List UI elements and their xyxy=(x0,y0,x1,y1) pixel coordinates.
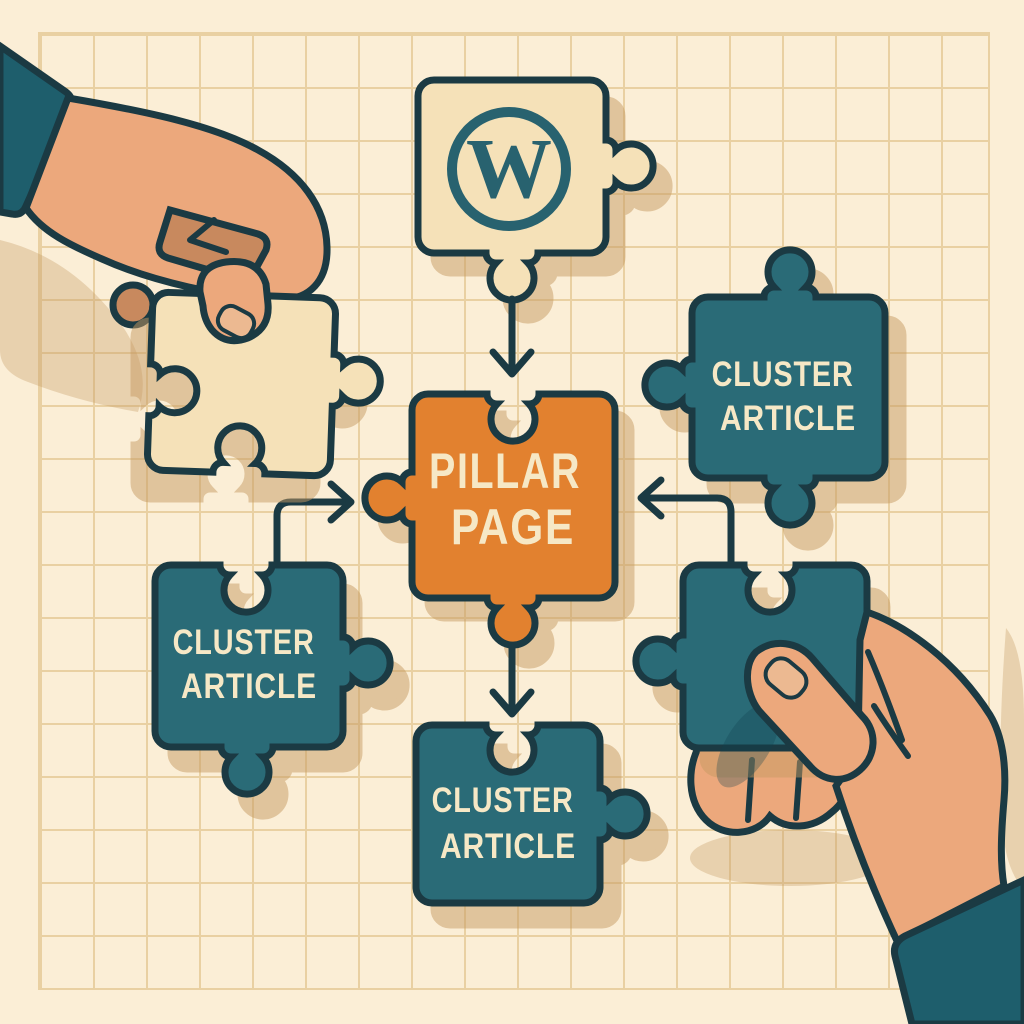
cluster-left-line1: CLUSTER xyxy=(173,623,315,662)
right-hand xyxy=(636,565,1024,1024)
arrow-wordpress-to-pillar xyxy=(489,295,535,378)
wordpress-piece: W xyxy=(418,80,669,320)
right-fingers-shadow xyxy=(690,830,890,886)
right-hand-shadow xyxy=(1000,628,1024,890)
arrow-head-right-icon xyxy=(327,480,355,524)
right-sleeve xyxy=(891,876,1024,1024)
cluster-bottom-line1: CLUSTER xyxy=(432,781,574,820)
pillar-label-line1: PILLAR xyxy=(429,443,581,499)
arrow-head-down-icon xyxy=(489,688,535,718)
right-knuckle-line-2 xyxy=(871,703,911,759)
wordpress-logo-w: W xyxy=(466,120,552,216)
cluster-top-right-label: CLUSTER ARTICLE xyxy=(712,355,865,438)
cluster-piece-left: CLUSTER ARTICLE xyxy=(155,565,406,816)
cluster-left-line2: ARTICLE xyxy=(181,667,317,706)
left-index-fingernail xyxy=(215,303,257,341)
left-hand xyxy=(0,41,383,499)
pillar-label-line2: PAGE xyxy=(451,499,575,555)
right-thumbnail xyxy=(763,656,809,700)
arrow-elbow-shaft xyxy=(642,494,735,567)
cluster-top-right-line2: ARTICLE xyxy=(720,399,856,438)
left-hand-shadow xyxy=(0,240,143,412)
wordpress-logo-icon: W xyxy=(447,107,571,231)
cluster-top-right-line1: CLUSTER xyxy=(712,355,854,394)
arrow-right-piece-to-pillar xyxy=(637,476,735,567)
cluster-bottom-line2: ARTICLE xyxy=(440,827,576,866)
right-hand-palm xyxy=(832,607,1009,946)
arrow-pillar-to-cluster-bottom xyxy=(489,642,535,718)
left-hand-palm xyxy=(22,94,331,303)
cluster-piece-bottom: CLUSTER ARTICLE xyxy=(416,725,665,925)
arrow-head-left-icon xyxy=(637,476,665,520)
thumb-shadow-on-piece xyxy=(716,702,780,788)
pillar-page-label: PILLAR PAGE xyxy=(429,443,597,555)
left-finger-crease xyxy=(187,217,229,255)
wordpress-logo-ring xyxy=(447,107,571,231)
cluster-bottom-label: CLUSTER ARTICLE xyxy=(432,781,585,866)
cluster-piece-top-right: CLUSTER ARTICLE xyxy=(645,250,903,547)
arrow-head-down-icon xyxy=(489,348,535,378)
cluster-left-label: CLUSTER ARTICLE xyxy=(173,623,326,706)
pillar-page-piece: PILLAR PAGE xyxy=(365,394,631,665)
right-knuckle-line-1 xyxy=(865,649,905,743)
